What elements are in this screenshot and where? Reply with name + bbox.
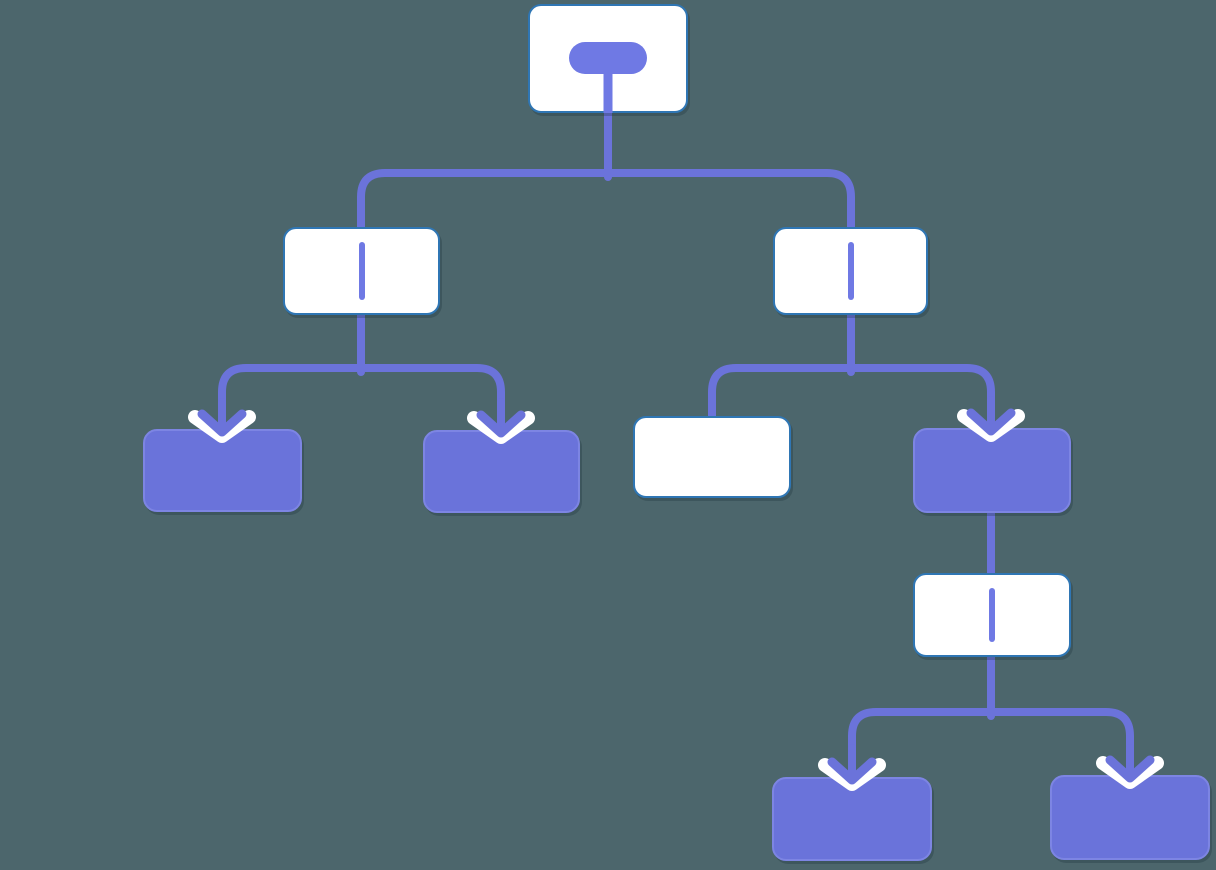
leaf-node-4[interactable] bbox=[772, 777, 932, 861]
branch-node-lower[interactable] bbox=[913, 573, 1071, 657]
leaf-node-2[interactable] bbox=[423, 430, 580, 513]
root-node[interactable] bbox=[528, 4, 688, 113]
branch-node-left[interactable] bbox=[283, 227, 440, 315]
text-placeholder-bar bbox=[847, 242, 854, 300]
leaf-node-5[interactable] bbox=[1050, 775, 1210, 860]
pill-stem-placeholder bbox=[603, 68, 613, 113]
text-placeholder-bar bbox=[989, 587, 995, 643]
edge-lower-branch bbox=[848, 708, 1134, 756]
text-placeholder-bar bbox=[358, 242, 365, 300]
branch-node-right[interactable] bbox=[773, 227, 928, 315]
leaf-node-3[interactable] bbox=[913, 428, 1071, 513]
edge-left-branch bbox=[218, 364, 505, 410]
edge-root-branch bbox=[357, 169, 855, 231]
edge-right-branch bbox=[708, 364, 995, 420]
pill-placeholder bbox=[569, 42, 647, 74]
leaf-node-1[interactable] bbox=[143, 429, 302, 512]
empty-node[interactable] bbox=[633, 416, 791, 498]
